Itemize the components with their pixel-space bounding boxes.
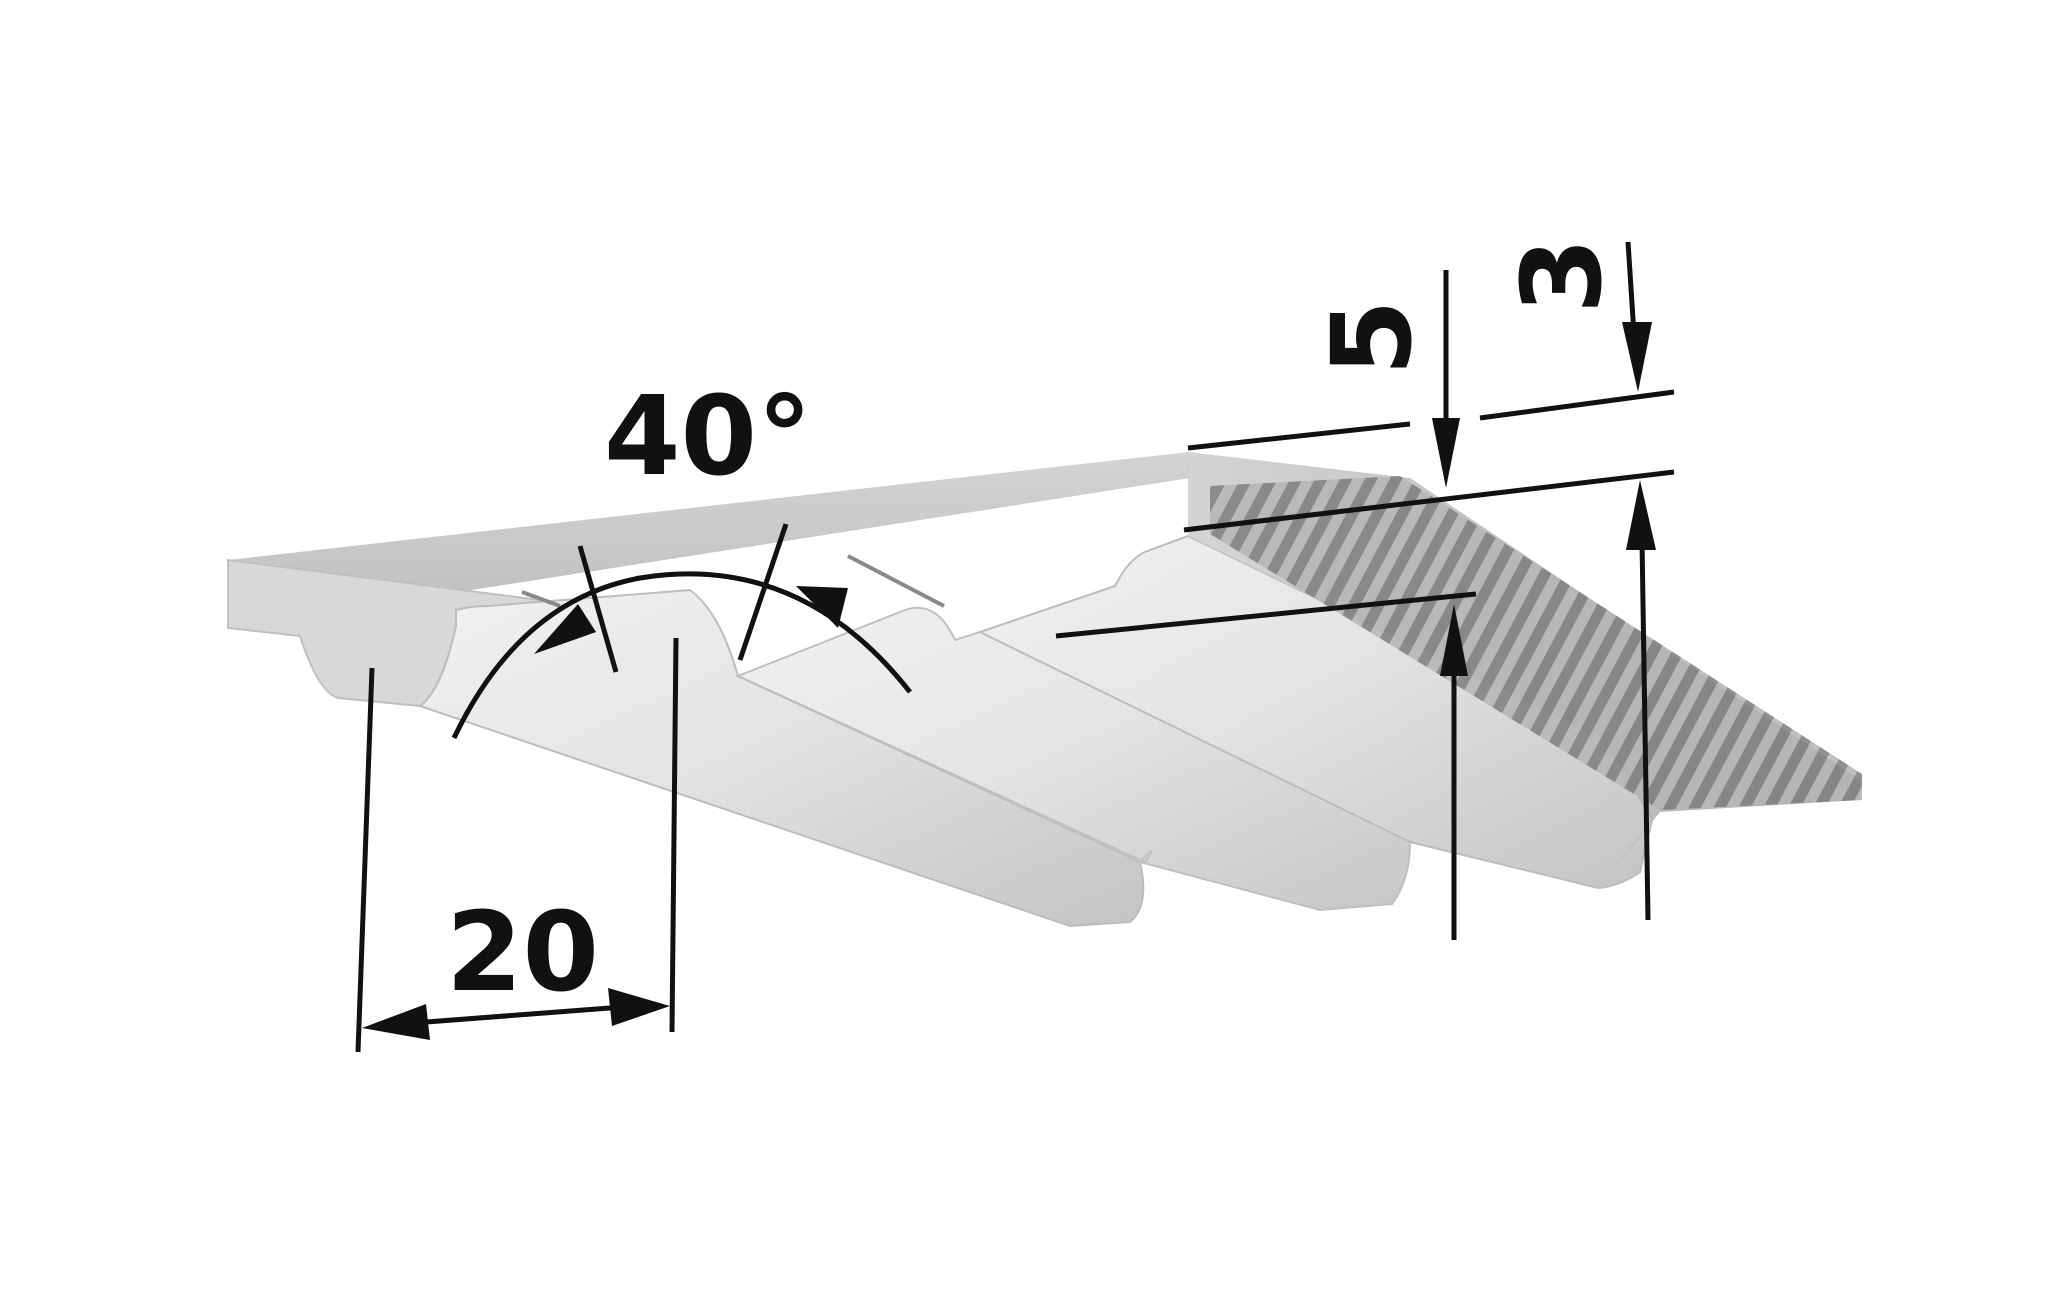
groove-line-1 [521, 590, 561, 608]
pitch-dimension: 20 [355, 637, 679, 1053]
tooth-height-label: 3 [1498, 237, 1626, 314]
height-arrow-bottom [1440, 604, 1468, 676]
pitch-extension-left [355, 667, 375, 1053]
pitch-extension-right [669, 637, 679, 1033]
pitch-arrow-right [608, 988, 670, 1026]
pitch-dimension-line [399, 1003, 637, 1027]
height-extension-top [1187, 421, 1411, 451]
height-extension-bottom [1055, 591, 1477, 639]
pitch-label: 20 [446, 888, 599, 1016]
height-arrow-top [1432, 418, 1460, 488]
angle-arrow-right [796, 586, 848, 628]
angle-arrow-left [534, 604, 596, 654]
belt-body [227, 452, 1862, 928]
angle-dimension: 40° [451, 372, 912, 740]
groove-line-2 [847, 554, 945, 608]
tooth-extension-upper [1479, 389, 1675, 421]
dimensions: 20 40° 5 3 [355, 237, 1675, 1053]
belt-top-face [228, 452, 1190, 628]
pitch-arrow-left [362, 1004, 430, 1040]
total-height-dimension: 5 [1055, 270, 1477, 940]
tooth-height-dimension: 3 [1183, 237, 1675, 921]
tooth-arrow-top [1622, 322, 1652, 392]
angle-arc [451, 571, 912, 740]
angle-label: 40° [604, 372, 812, 500]
total-height-label: 5 [1308, 299, 1436, 376]
tooth-arrow-top-line [1625, 241, 1637, 335]
angle-extension-left [577, 545, 619, 673]
tooth-arrow-bottom-line [1639, 539, 1651, 921]
tooth-extension-top [1183, 469, 1675, 533]
tensile-cords [1210, 476, 1862, 810]
angle-extension-right [737, 523, 789, 661]
tooth-arrow-bottom [1626, 480, 1656, 550]
